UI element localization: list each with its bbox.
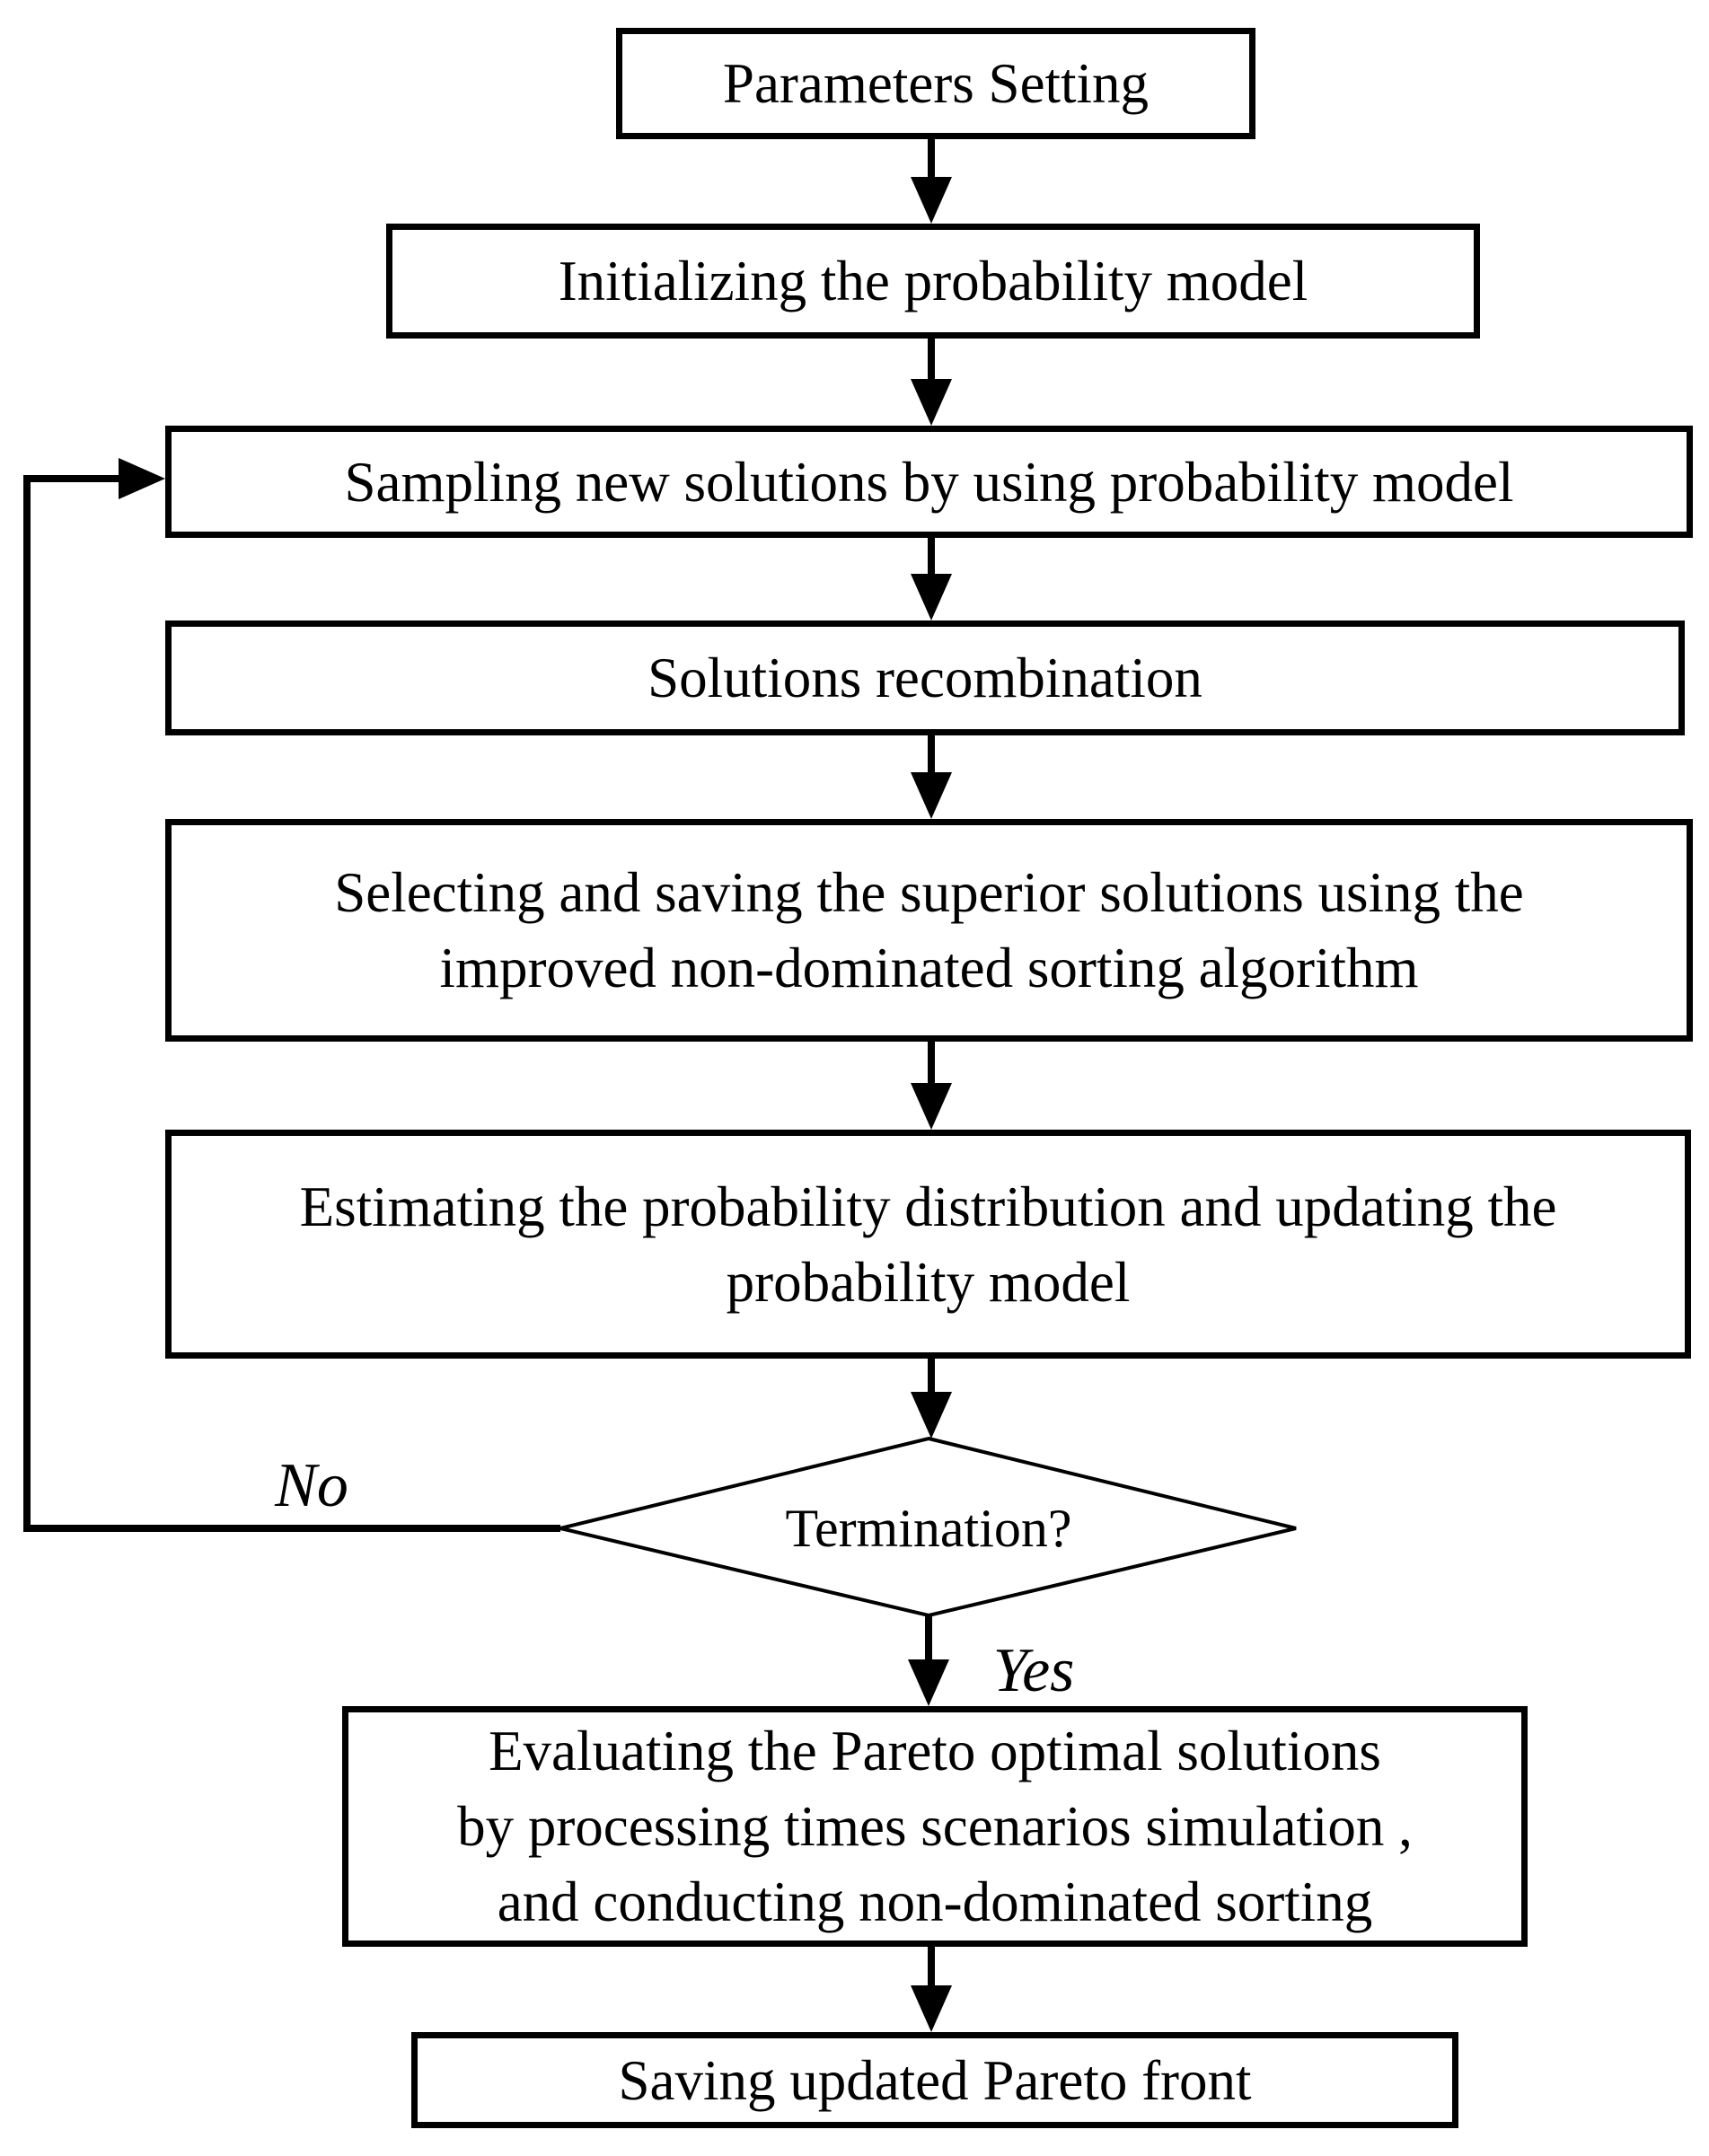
arrow-sampling-to-recombination [911,537,952,620]
edge-label-yes: Yes [992,1636,1075,1705]
no-loop-line [23,458,560,1532]
process-box-sampling-new-solutions: Sampling new solutions by using probabil… [165,426,1693,538]
process-box-selecting-superior-solutions: Selecting and saving the superior soluti… [165,819,1693,1042]
arrow-evaluating-to-saving [911,1947,952,2032]
arrow-recombination-to-selecting [911,735,952,819]
process-box-parameters-setting: Parameters Setting [616,28,1255,139]
process-box-label-line1: Estimating the probability distribution … [299,1175,1557,1238]
process-box-estimating-probability-distribution: Estimating the probability distribution … [165,1130,1691,1359]
process-box-solutions-recombination: Solutions recombination [165,620,1685,735]
process-box-label-line1: Evaluating the Pareto optimal solutions [489,1720,1381,1782]
process-box-label: Solutions recombination [647,647,1202,709]
process-box-label-line1: Selecting and saving the superior soluti… [334,861,1524,924]
arrow-initializing-to-sampling [911,338,952,426]
process-box-label-line3: and conducting non-dominated sorting [497,1870,1373,1933]
process-box-saving-pareto-front: Saving updated Pareto front [411,2032,1458,2128]
process-box-label-line2: by processing times scenarios simulation… [457,1795,1413,1858]
arrow-estimating-to-termination [911,1359,952,1439]
process-box-label: Saving updated Pareto front [618,2048,1252,2112]
arrow-selecting-to-estimating [911,1042,952,1130]
process-box-initializing-probability-model: Initializing the probability model [386,224,1480,339]
process-box-label: Sampling new solutions by using probabil… [344,450,1514,514]
process-box-label-line2: probability model [726,1250,1131,1314]
process-box-evaluating-pareto-solutions: Evaluating the Pareto optimal solutions … [342,1706,1528,1947]
process-box-label: Parameters Setting [722,52,1150,115]
decision-diamond-label: Termination? [785,1499,1072,1558]
process-box-label-line2: improved non-dominated sorting algorithm [439,937,1419,999]
decision-diamond-shape [559,1436,1297,1618]
process-box-label: Initializing the probability model [558,250,1308,312]
arrow-parameters-to-initializing [911,139,952,224]
arrow-termination-to-evaluating [908,1615,949,1706]
edge-label-no: No [275,1451,348,1520]
